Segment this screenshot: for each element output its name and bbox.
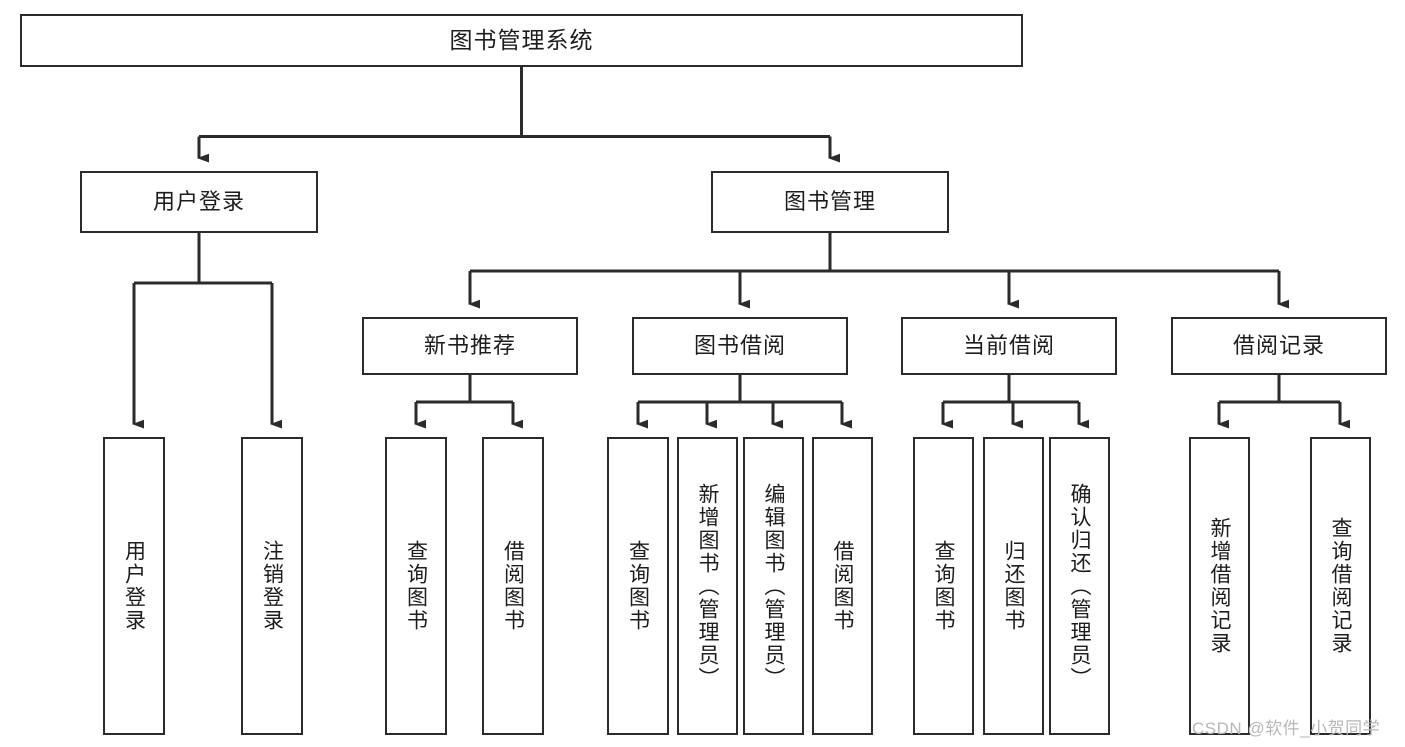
node-book-borrow[interactable]: 图书借阅 — [632, 317, 848, 375]
leaf-confirm-return-admin-label: 确认归还（管理员） — [1068, 482, 1091, 690]
node-borrow-record-label: 借阅记录 — [1232, 333, 1325, 359]
leaf-query-book-current-label: 查询图书 — [932, 540, 955, 632]
leaf-user-logout-label: 注销登录 — [260, 540, 284, 632]
node-current-borrow-label: 当前借阅 — [962, 333, 1055, 359]
leaf-borrow-book[interactable]: 借阅图书 — [812, 437, 873, 735]
leaf-query-book-recommend[interactable]: 查询图书 — [385, 437, 447, 735]
node-book-borrow-label: 图书借阅 — [693, 333, 786, 359]
node-borrow-record[interactable]: 借阅记录 — [1171, 317, 1387, 375]
node-user-login-label: 用户登录 — [152, 189, 245, 215]
leaf-query-book-borrow-label: 查询图书 — [626, 540, 650, 632]
node-root[interactable]: 图书管理系统 — [20, 14, 1023, 67]
node-root-label: 图书管理系统 — [449, 27, 594, 54]
leaf-query-book-recommend-label: 查询图书 — [404, 540, 428, 632]
leaf-borrow-book-recommend-label: 借阅图书 — [501, 540, 525, 632]
node-user-login[interactable]: 用户登录 — [80, 171, 318, 233]
node-new-book-recommend-label: 新书推荐 — [423, 333, 516, 359]
node-book-management-label: 图书管理 — [783, 189, 876, 215]
leaf-return-book-label: 归还图书 — [1002, 540, 1025, 632]
leaf-user-login-label: 用户登录 — [122, 540, 146, 632]
node-new-book-recommend[interactable]: 新书推荐 — [362, 317, 578, 375]
leaf-edit-book-admin-label: 编辑图书（管理员） — [762, 482, 785, 690]
leaf-return-book[interactable]: 归还图书 — [983, 437, 1044, 735]
leaf-borrow-book-recommend[interactable]: 借阅图书 — [482, 437, 544, 735]
leaf-query-borrow-record[interactable]: 查询借阅记录 — [1310, 437, 1371, 735]
node-book-management[interactable]: 图书管理 — [711, 171, 949, 233]
leaf-borrow-book-label: 借阅图书 — [831, 540, 854, 632]
leaf-confirm-return-admin[interactable]: 确认归还（管理员） — [1049, 437, 1110, 735]
leaf-user-login[interactable]: 用户登录 — [103, 437, 165, 735]
leaf-add-book-admin-label: 新增图书（管理员） — [696, 482, 719, 690]
node-current-borrow[interactable]: 当前借阅 — [901, 317, 1117, 375]
leaf-query-borrow-record-label: 查询借阅记录 — [1329, 517, 1352, 655]
leaf-user-logout[interactable]: 注销登录 — [241, 437, 303, 735]
leaf-add-borrow-record[interactable]: 新增借阅记录 — [1189, 437, 1250, 735]
leaf-add-book-admin[interactable]: 新增图书（管理员） — [677, 437, 738, 735]
leaf-query-book-current[interactable]: 查询图书 — [913, 437, 974, 735]
leaf-add-borrow-record-label: 新增借阅记录 — [1208, 517, 1231, 655]
leaf-edit-book-admin[interactable]: 编辑图书（管理员） — [743, 437, 804, 735]
leaf-query-book-borrow[interactable]: 查询图书 — [607, 437, 669, 735]
